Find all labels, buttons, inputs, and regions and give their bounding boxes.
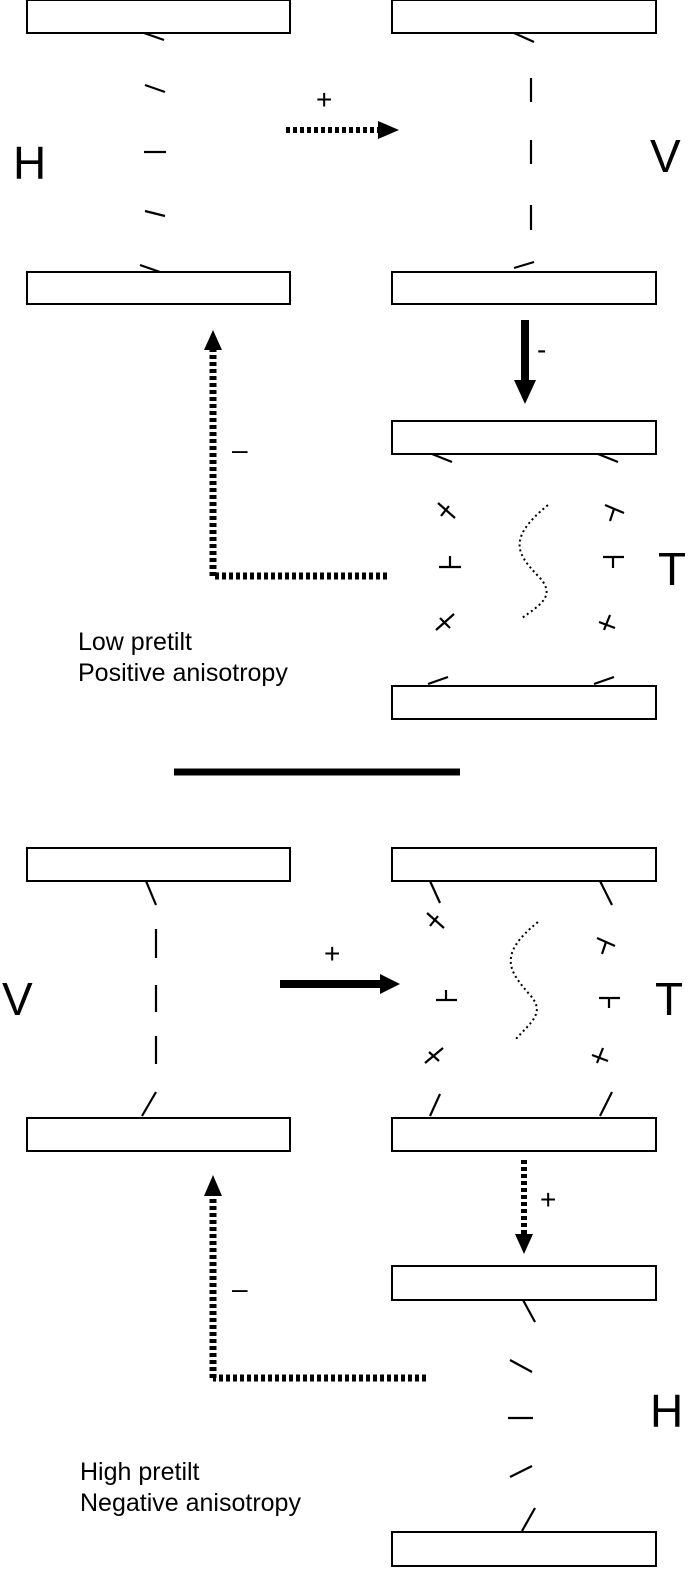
cell-high-h — [391, 1265, 657, 1567]
twist-curve — [509, 921, 539, 1041]
state-label-t: T — [658, 543, 687, 595]
top-plate — [391, 0, 657, 34]
cell-high-v — [26, 847, 291, 1152]
arrow-low-v-to-t — [514, 320, 536, 404]
cell-low-v — [391, 0, 657, 305]
description-low-pretilt: Low pretilt Positive anisotropy — [78, 627, 288, 689]
state-label-h: H — [650, 1385, 684, 1437]
top-plate — [26, 0, 291, 34]
director-lines — [427, 452, 625, 686]
director-lines — [508, 1299, 536, 1532]
sign-label-plus: + — [324, 938, 341, 969]
description-line: Low pretilt — [78, 628, 192, 656]
bottom-plate — [26, 1117, 291, 1152]
sign-label-plus: + — [540, 1184, 557, 1215]
twist-curve — [518, 504, 549, 619]
bottom-plate — [391, 271, 657, 305]
state-label-v: V — [650, 130, 681, 182]
bottom-plate — [26, 271, 291, 305]
director-lines — [139, 31, 166, 274]
arrow-low-h-to-v — [286, 121, 399, 139]
description-line: Negative anisotropy — [80, 1489, 301, 1517]
bottom-plate — [391, 685, 657, 720]
director-lines — [513, 31, 535, 270]
top-plate — [26, 847, 291, 882]
director-lines — [424, 880, 620, 1117]
sign-label-minus: - — [537, 334, 547, 365]
director-lines — [141, 880, 158, 1117]
description-line: Positive anisotropy — [78, 659, 288, 687]
arrow-high-t-to-h — [515, 1160, 533, 1254]
description-high-pretilt: High pretilt Negative anisotropy — [80, 1457, 301, 1519]
high-pretilt-panel — [26, 847, 657, 1567]
arrow-high-v-to-t — [280, 974, 400, 994]
cell-high-t — [391, 847, 657, 1152]
bottom-plate — [391, 1117, 657, 1152]
top-plate — [391, 847, 657, 882]
sign-label-plus: + — [316, 84, 333, 115]
top-plate — [391, 420, 657, 455]
arrow-high-h-to-v — [204, 1175, 426, 1382]
sign-label-minus: – — [232, 434, 248, 465]
low-pretilt-panel — [26, 0, 657, 720]
state-label-v: V — [2, 973, 33, 1025]
bottom-plate — [391, 1531, 657, 1567]
state-label-h: H — [13, 137, 47, 189]
state-label-t: T — [655, 973, 684, 1025]
cell-low-h — [26, 0, 291, 305]
description-line: High pretilt — [80, 1458, 200, 1486]
arrow-low-t-to-h — [204, 330, 387, 580]
top-plate — [391, 1265, 657, 1301]
cell-low-t — [391, 420, 657, 720]
sign-label-minus: – — [232, 1273, 248, 1304]
